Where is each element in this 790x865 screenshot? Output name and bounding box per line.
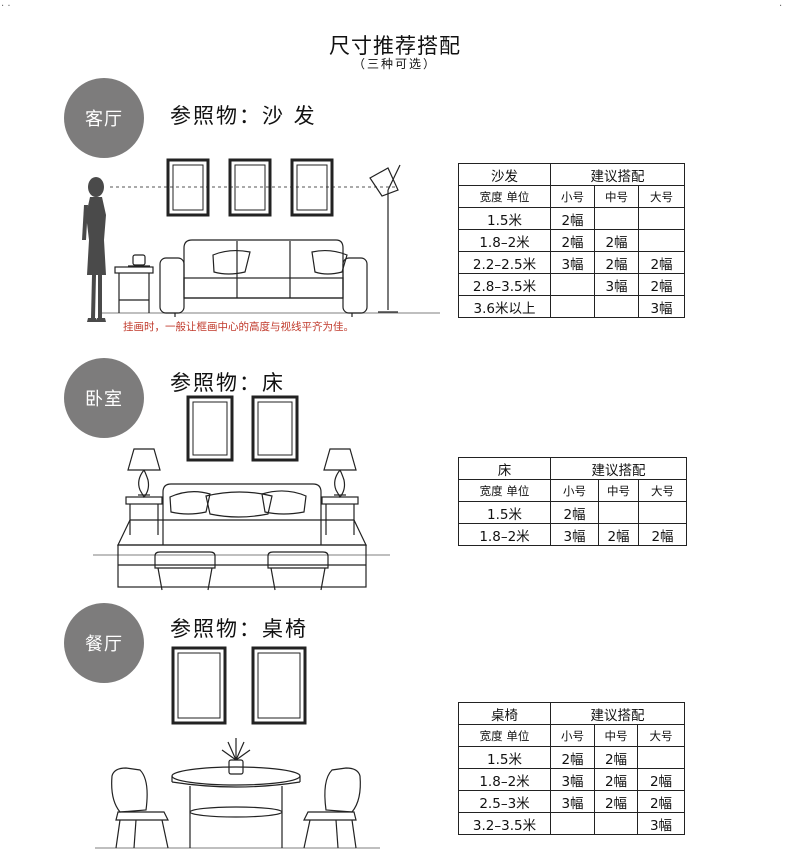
room-badge-living: 客厅 [64, 78, 144, 158]
table-row: 1.5米 2幅 [458, 207, 685, 230]
table-row: 2.8–3.5米 3幅 2幅 [458, 273, 685, 296]
table-row: 3.6米以上 3幅 [458, 295, 685, 318]
table-item-header: 桌椅 [458, 702, 551, 725]
count-cell: 2幅 [550, 746, 595, 769]
width-cell: 3.6米以上 [458, 295, 551, 318]
width-cell: 1.8–2米 [458, 523, 551, 546]
hanging-tip-note: 挂画时，一般让框画中心的高度与视线平齐为佳。 [123, 321, 354, 333]
count-cell: 2幅 [594, 768, 638, 791]
width-cell: 3.2–3.5米 [458, 812, 551, 835]
corner-dots-right: · [779, 1, 783, 12]
count-cell: 2幅 [638, 273, 685, 296]
size-table-bedroom: 床 建议搭配 宽度 单位 小号 中号 大号 1.5米 2幅 1.8–2米 3幅 … [458, 457, 687, 546]
reference-label-dining: 参照物：桌椅 [170, 617, 308, 641]
count-cell: 3幅 [638, 295, 685, 318]
room-badge-label: 卧室 [85, 389, 123, 410]
size-large: 大号 [637, 724, 685, 747]
width-cell: 1.5米 [458, 746, 551, 769]
corner-dots-left: · · [1, 1, 11, 12]
count-cell: 2幅 [638, 523, 687, 546]
table-row: 1.5米 2幅 [458, 501, 687, 524]
count-cell [550, 812, 595, 835]
size-table-living: 沙发 建议搭配 宽度 单位 小号 中号 大号 1.5米 2幅 1.8–2米 2幅… [458, 163, 685, 318]
size-small: 小号 [550, 724, 595, 747]
count-cell: 3幅 [637, 812, 685, 835]
reference-label-bedroom: 参照物：床 [170, 371, 285, 395]
person-silhouette [82, 177, 106, 322]
count-cell: 2幅 [638, 251, 685, 274]
table-row: 1.8–2米 2幅 2幅 [458, 229, 685, 252]
size-table-dining: 桌椅 建议搭配 宽度 单位 小号 中号 大号 1.5米 2幅 2幅 1.8–2米… [458, 702, 685, 835]
page-title: 尺寸推荐搭配 [329, 34, 461, 58]
count-cell: 2幅 [598, 523, 639, 546]
table-row: 1.8–2米 3幅 2幅 2幅 [458, 523, 687, 546]
table-row: 2.2–2.5米 3幅 2幅 2幅 [458, 251, 685, 274]
table-row: 1.8–2米 3幅 2幅 2幅 [458, 768, 685, 791]
table-row: 1.5米 2幅 2幅 [458, 746, 685, 769]
table-row: 3.2–3.5米 3幅 [458, 812, 685, 835]
room-badge-bedroom: 卧室 [64, 358, 144, 438]
count-cell: 3幅 [550, 790, 595, 813]
size-medium: 中号 [594, 724, 638, 747]
room-badge-label: 餐厅 [85, 634, 123, 655]
count-cell: 2幅 [594, 790, 638, 813]
table-width-label: 宽度 单位 [458, 724, 551, 747]
count-cell: 2幅 [594, 251, 639, 274]
page-subtitle: （三种可选） [352, 57, 437, 71]
width-cell: 1.8–2米 [458, 768, 551, 791]
count-cell: 3幅 [550, 768, 595, 791]
reference-label-living: 参照物：沙 发 [170, 104, 317, 128]
table-item-header: 沙发 [458, 163, 551, 186]
count-cell [594, 812, 638, 835]
table-group-header: 建议搭配 [550, 702, 685, 725]
room-badge-label: 客厅 [85, 109, 123, 130]
count-cell: 2幅 [637, 768, 685, 791]
count-cell: 2幅 [594, 746, 638, 769]
count-cell [637, 746, 685, 769]
width-cell: 2.8–3.5米 [458, 273, 551, 296]
width-cell: 2.5–3米 [458, 790, 551, 813]
count-cell: 2幅 [637, 790, 685, 813]
size-medium: 中号 [594, 185, 639, 208]
room-badge-dining: 餐厅 [64, 603, 144, 683]
size-medium: 中号 [598, 479, 639, 502]
table-row: 2.5–3米 3幅 2幅 2幅 [458, 790, 685, 813]
